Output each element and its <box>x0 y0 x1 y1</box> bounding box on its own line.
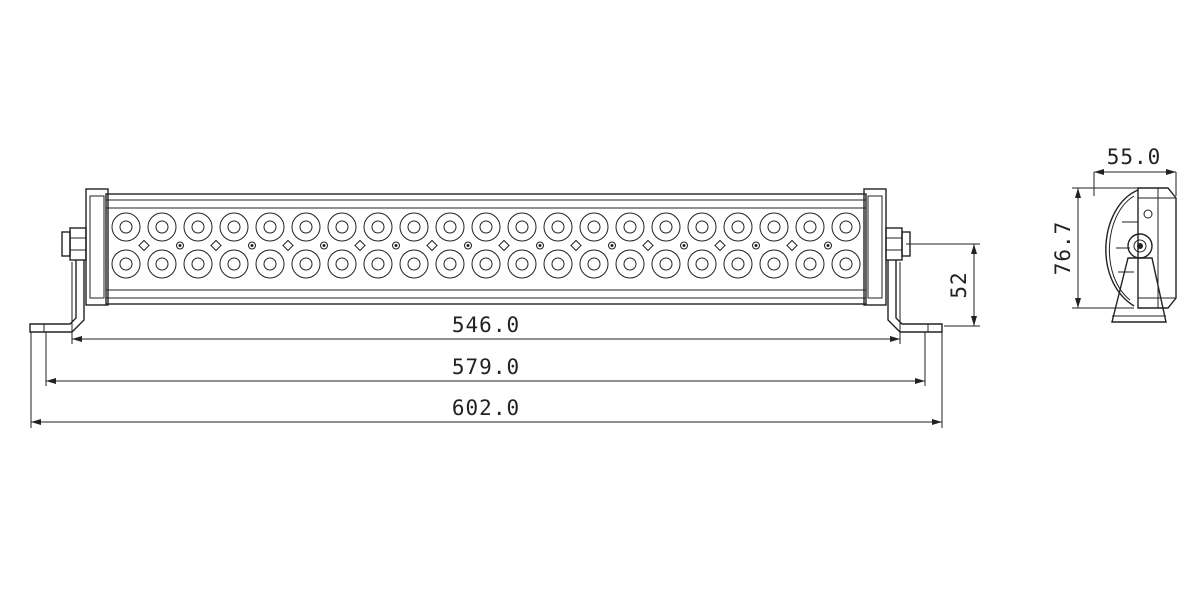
led-module <box>543 249 573 279</box>
led-module <box>579 212 609 242</box>
dimension-55-label: 55.0 <box>1107 145 1162 169</box>
led-module <box>183 249 213 279</box>
led-module <box>435 212 465 242</box>
dimension-55: 55.0 <box>1093 145 1177 196</box>
led-module <box>759 212 789 242</box>
led-module <box>687 212 717 242</box>
led-module <box>147 249 177 279</box>
dimension-76-7-label: 76.7 <box>1051 221 1075 276</box>
led-module <box>723 249 753 279</box>
reflector-diamond <box>210 239 222 252</box>
led-module <box>327 212 357 242</box>
led-module <box>219 249 249 279</box>
dimension-52-label: 52 <box>947 271 971 298</box>
reflector-diamond <box>570 239 582 252</box>
side-housing <box>1137 187 1177 309</box>
led-module <box>291 249 321 279</box>
screw <box>824 241 832 250</box>
led-array <box>111 212 861 279</box>
led-module <box>471 212 501 242</box>
screw <box>392 241 400 250</box>
led-module <box>543 212 573 242</box>
led-module <box>255 212 285 242</box>
dimension-52: 52 <box>906 243 980 327</box>
led-module <box>687 249 717 279</box>
side-bracket <box>1111 257 1167 323</box>
led-module <box>183 212 213 242</box>
led-module <box>579 249 609 279</box>
led-module <box>111 212 141 242</box>
screw <box>752 241 760 250</box>
screw <box>248 241 256 250</box>
front-view <box>29 188 943 333</box>
dimension-546-label: 546.0 <box>452 313 520 337</box>
side-view <box>1105 187 1177 323</box>
led-module <box>471 249 501 279</box>
right-end-cap <box>863 188 887 306</box>
reflector-diamond <box>714 239 726 252</box>
left-end-cap-inner <box>89 195 105 299</box>
reflector-diamond <box>426 239 438 252</box>
led-module <box>327 249 357 279</box>
right-end-cap-inner <box>867 195 883 299</box>
screw <box>680 241 688 250</box>
led-module <box>723 212 753 242</box>
dimension-602-label: 602.0 <box>452 396 520 420</box>
led-module <box>507 212 537 242</box>
screw <box>176 241 184 250</box>
led-module <box>435 249 465 279</box>
led-module <box>219 212 249 242</box>
led-module <box>615 249 645 279</box>
screw <box>320 241 328 250</box>
led-module <box>363 249 393 279</box>
led-module <box>759 249 789 279</box>
led-module <box>507 249 537 279</box>
led-module <box>147 212 177 242</box>
led-module <box>255 249 285 279</box>
bar-top-rail <box>105 199 867 209</box>
screw <box>464 241 472 250</box>
dimension-76-7: 76.7 <box>1051 187 1138 309</box>
led-module <box>651 249 681 279</box>
dimension-579: 579.0 <box>45 332 926 386</box>
led-module <box>399 249 429 279</box>
led-module <box>651 212 681 242</box>
led-module <box>795 249 825 279</box>
reflector-diamond <box>282 239 294 252</box>
reflector-diamond <box>354 239 366 252</box>
side-lens <box>1105 189 1139 307</box>
bar-body <box>105 193 867 305</box>
screw <box>536 241 544 250</box>
led-module <box>291 212 321 242</box>
left-mounting-bracket <box>29 227 87 333</box>
reflector-diamond <box>642 239 654 252</box>
led-module <box>795 212 825 242</box>
reflector-diamond <box>786 239 798 252</box>
led-module <box>615 212 645 242</box>
led-module <box>831 212 861 242</box>
led-module <box>399 212 429 242</box>
dimension-602: 602.0 <box>30 332 943 428</box>
dimension-546: 546.0 <box>71 262 901 344</box>
screw <box>608 241 616 250</box>
reflector-diamond <box>138 239 150 252</box>
dimension-579-label: 579.0 <box>452 355 520 379</box>
led-module <box>111 249 141 279</box>
left-end-cap <box>85 188 109 306</box>
bar-bottom-rail <box>105 289 867 299</box>
reflector-diamond <box>498 239 510 252</box>
led-module <box>831 249 861 279</box>
led-module <box>363 212 393 242</box>
